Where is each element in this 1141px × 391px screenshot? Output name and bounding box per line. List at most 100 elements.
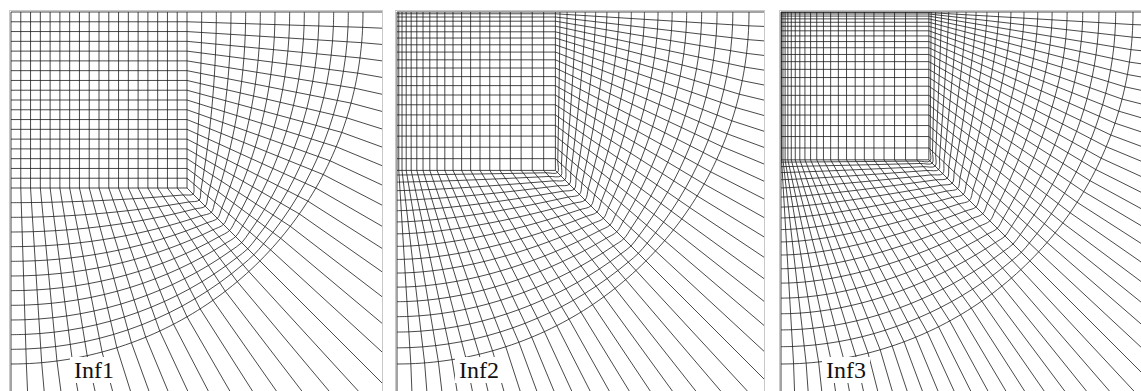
mesh-line <box>416 12 417 170</box>
mesh-line <box>11 12 260 261</box>
panel-label: Inf1 <box>70 357 118 383</box>
mesh-line <box>532 12 533 170</box>
mesh-line <box>118 12 119 188</box>
mesh-line <box>158 188 382 391</box>
mesh-line <box>411 12 412 170</box>
mesh-line <box>490 170 764 391</box>
mesh-line <box>917 160 1141 391</box>
mesh-line <box>11 129 187 130</box>
mesh-line <box>430 170 588 391</box>
mesh-line <box>884 12 885 160</box>
mesh-line <box>788 160 881 391</box>
mesh-line <box>397 44 555 45</box>
mesh-line <box>397 12 717 332</box>
mesh-line <box>453 12 454 170</box>
mesh-line <box>480 12 481 170</box>
mesh-line <box>781 159 929 160</box>
mesh-line <box>11 100 187 101</box>
mesh-line <box>187 139 382 390</box>
mesh-line <box>11 12 202 203</box>
mesh-line <box>11 12 231 232</box>
mesh-line <box>445 170 641 391</box>
mesh-line <box>397 114 555 115</box>
mesh-line <box>109 188 309 391</box>
mesh-line <box>811 160 1004 391</box>
panel-label: Inf3 <box>822 357 870 383</box>
mesh-line <box>470 12 471 170</box>
mesh-line <box>782 160 807 391</box>
mesh-line <box>157 12 158 188</box>
mesh-line <box>397 95 555 96</box>
mesh-line <box>187 159 382 391</box>
mesh-line <box>128 12 129 188</box>
mesh-line <box>544 170 764 391</box>
mesh-line <box>471 170 717 391</box>
mesh-line <box>781 12 999 230</box>
mesh-line <box>781 12 942 173</box>
mesh-line <box>781 12 957 188</box>
mesh-line <box>781 12 987 218</box>
mesh-line <box>781 12 1038 269</box>
mesh-line <box>817 160 1027 391</box>
mesh-line <box>397 12 607 222</box>
mesh-line <box>929 160 1141 391</box>
mesh-line <box>11 158 187 159</box>
mesh-line <box>397 12 619 234</box>
mesh-line <box>781 12 931 162</box>
mesh-line <box>929 36 1141 210</box>
mesh-line <box>873 12 874 160</box>
mesh-line <box>781 136 929 137</box>
mesh-line <box>555 170 764 391</box>
panel-label: Inf2 <box>455 357 503 383</box>
mesh-line <box>187 51 382 134</box>
mesh-line <box>555 21 764 95</box>
mesh-line <box>781 115 929 116</box>
mesh-line <box>397 12 631 246</box>
mesh-line <box>397 38 555 39</box>
mesh-line <box>11 12 334 335</box>
mesh-line <box>397 13 555 14</box>
mesh-line <box>397 12 644 259</box>
mesh-line <box>397 52 555 53</box>
mesh-line <box>884 160 1141 391</box>
mesh-line <box>929 31 1141 186</box>
mesh-line <box>128 188 363 391</box>
mesh-line <box>397 170 398 391</box>
mesh-line <box>11 139 187 140</box>
mesh-line <box>423 12 424 170</box>
mesh-line <box>11 109 187 110</box>
mesh-line <box>397 12 398 170</box>
mesh-line <box>177 188 382 391</box>
mesh-line <box>894 12 895 160</box>
mesh-line <box>781 12 936 167</box>
mesh-line <box>11 178 187 179</box>
panel-frame <box>780 11 1141 391</box>
mesh-panel <box>397 12 764 391</box>
panel-frame <box>10 11 383 391</box>
mesh-line <box>555 86 764 332</box>
mesh-line <box>187 71 382 195</box>
panel-frame <box>396 11 765 391</box>
mesh-line <box>397 158 555 159</box>
mesh-line <box>781 12 1133 364</box>
mesh-line <box>397 68 555 69</box>
mesh-line <box>781 12 1083 314</box>
mesh-line <box>929 12 1141 13</box>
mesh-line <box>521 12 522 170</box>
mesh-line <box>397 12 733 348</box>
mesh-line <box>555 95 764 356</box>
mesh-line <box>397 136 555 137</box>
mesh-line <box>397 12 658 273</box>
mesh-line <box>11 119 187 120</box>
mesh-line <box>521 170 764 391</box>
mesh-line <box>781 86 929 87</box>
mesh-line <box>781 12 1011 242</box>
mesh-line <box>11 12 363 364</box>
mesh-line <box>855 160 1140 391</box>
mesh-line <box>11 12 304 305</box>
mesh-line <box>437 170 614 391</box>
mesh-line <box>397 104 555 105</box>
mesh-line <box>781 160 782 391</box>
mesh-line <box>70 188 194 391</box>
mesh-line <box>397 76 555 77</box>
